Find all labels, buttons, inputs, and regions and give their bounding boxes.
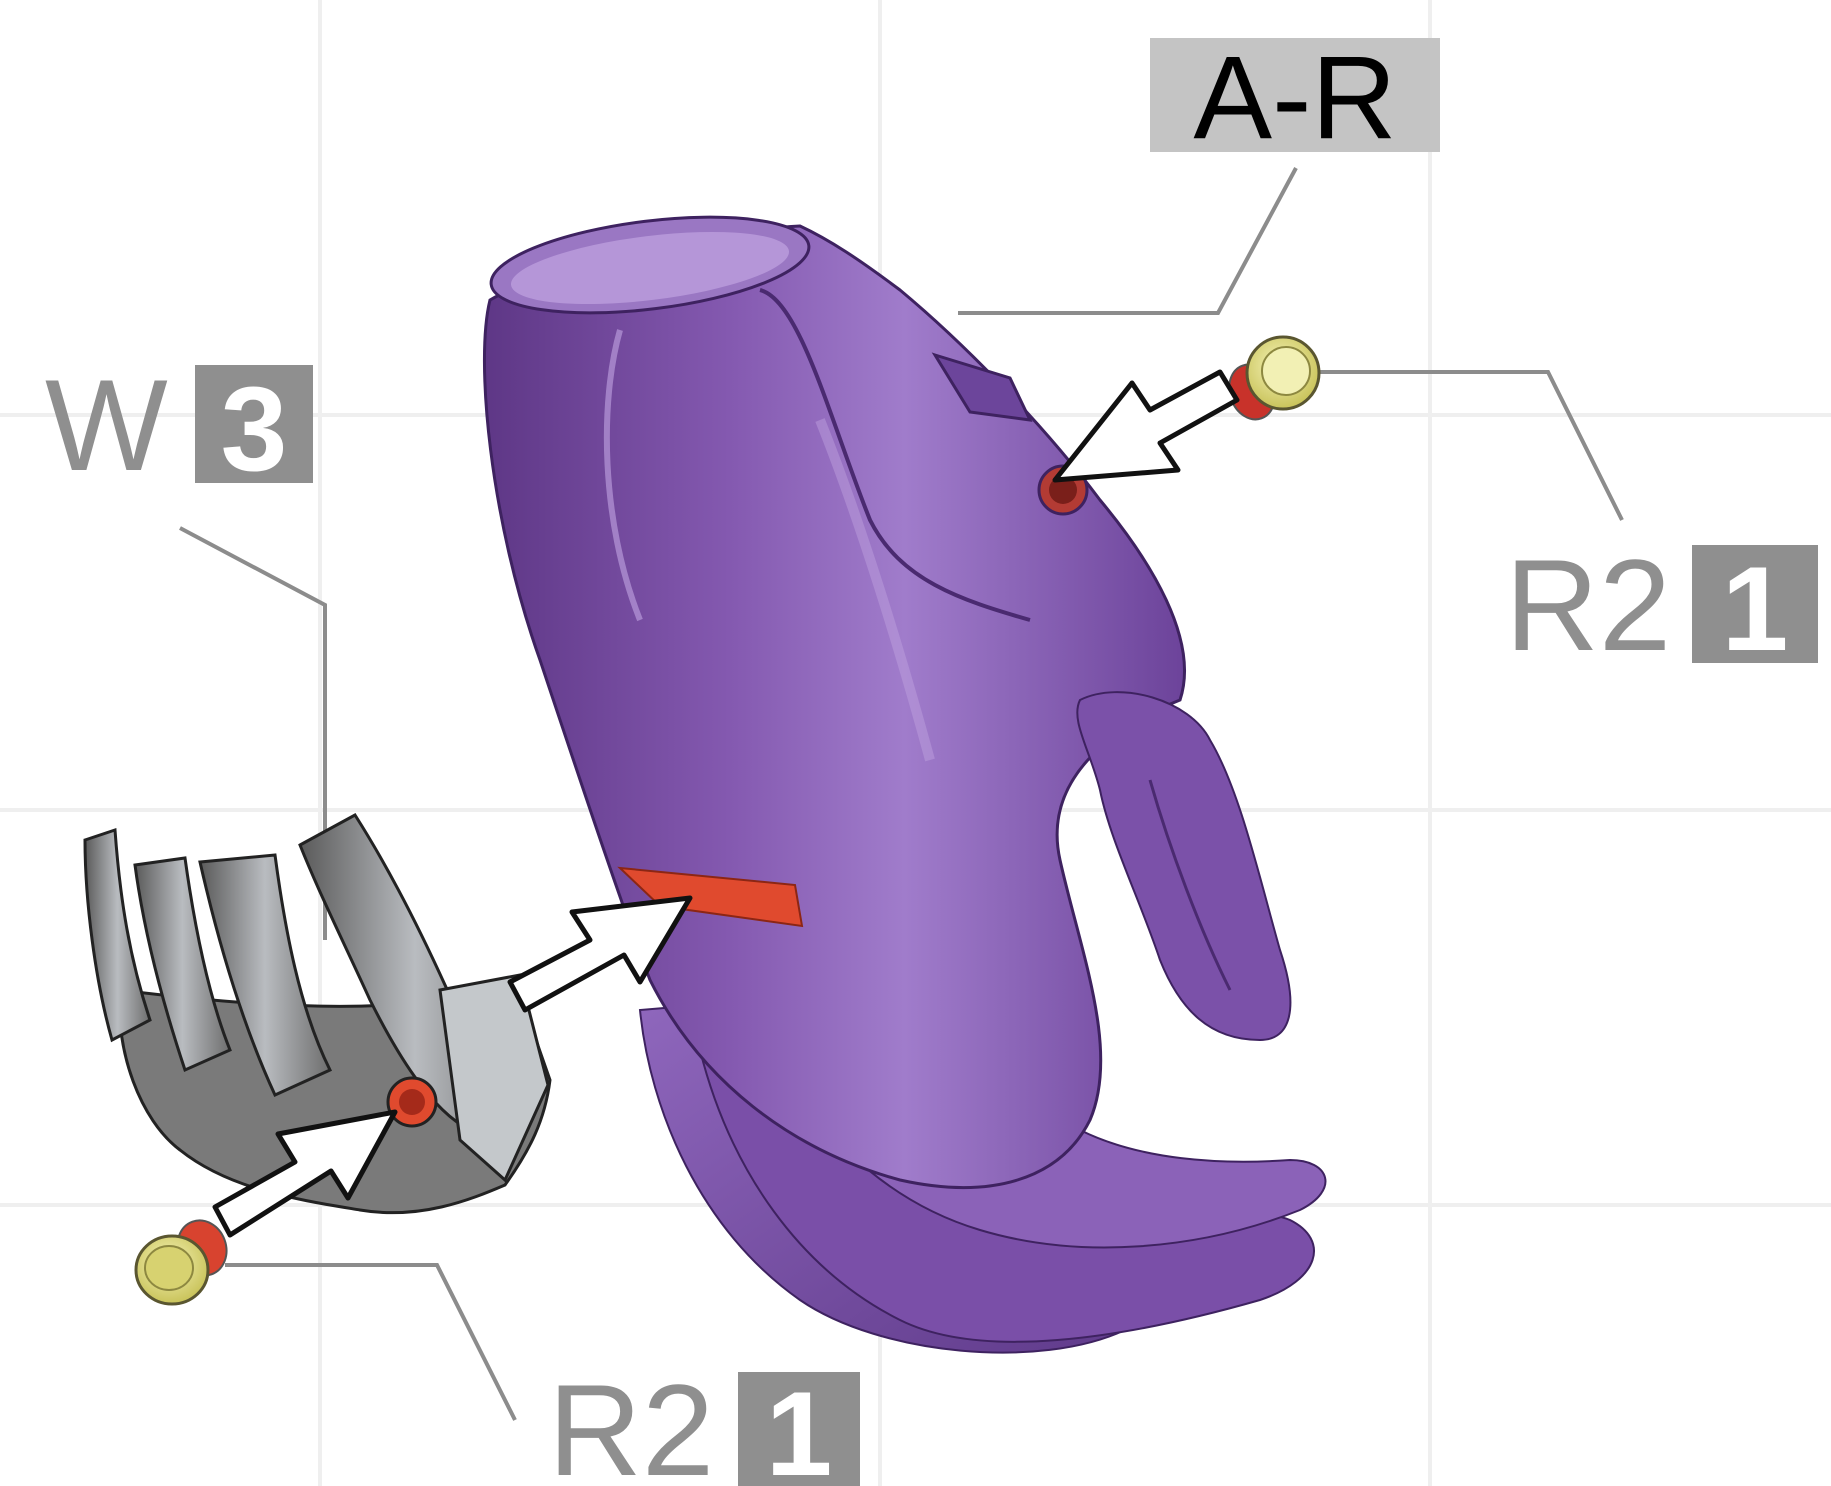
label-hand-code: W <box>45 352 168 498</box>
leader-line-pin-bottom <box>225 1265 515 1420</box>
label-arm-code: A-R <box>1193 32 1396 164</box>
leader-line-pin-top <box>1318 372 1622 520</box>
leader-line-arm <box>958 168 1296 313</box>
pin-bottom <box>136 1213 234 1304</box>
label-pin-top-qty: 1 <box>1722 542 1789 676</box>
label-pin-top-code: R2 <box>1505 532 1671 678</box>
pin-top <box>1222 337 1319 426</box>
arrow-pin-top-to-arm <box>1055 372 1237 480</box>
hand-finger-1 <box>85 830 150 1040</box>
label-hand-part: W 3 <box>45 352 313 498</box>
label-pin-bottom-code: R2 <box>548 1357 714 1486</box>
label-arm-part: A-R <box>1150 32 1440 164</box>
label-pin-bottom-qty: 1 <box>766 1367 833 1486</box>
arm-part <box>484 202 1325 1353</box>
label-pin-top: R2 1 <box>1505 532 1818 678</box>
label-pin-bottom: R2 1 <box>548 1357 860 1486</box>
thumb <box>1077 692 1290 1040</box>
label-hand-qty: 3 <box>221 362 288 496</box>
